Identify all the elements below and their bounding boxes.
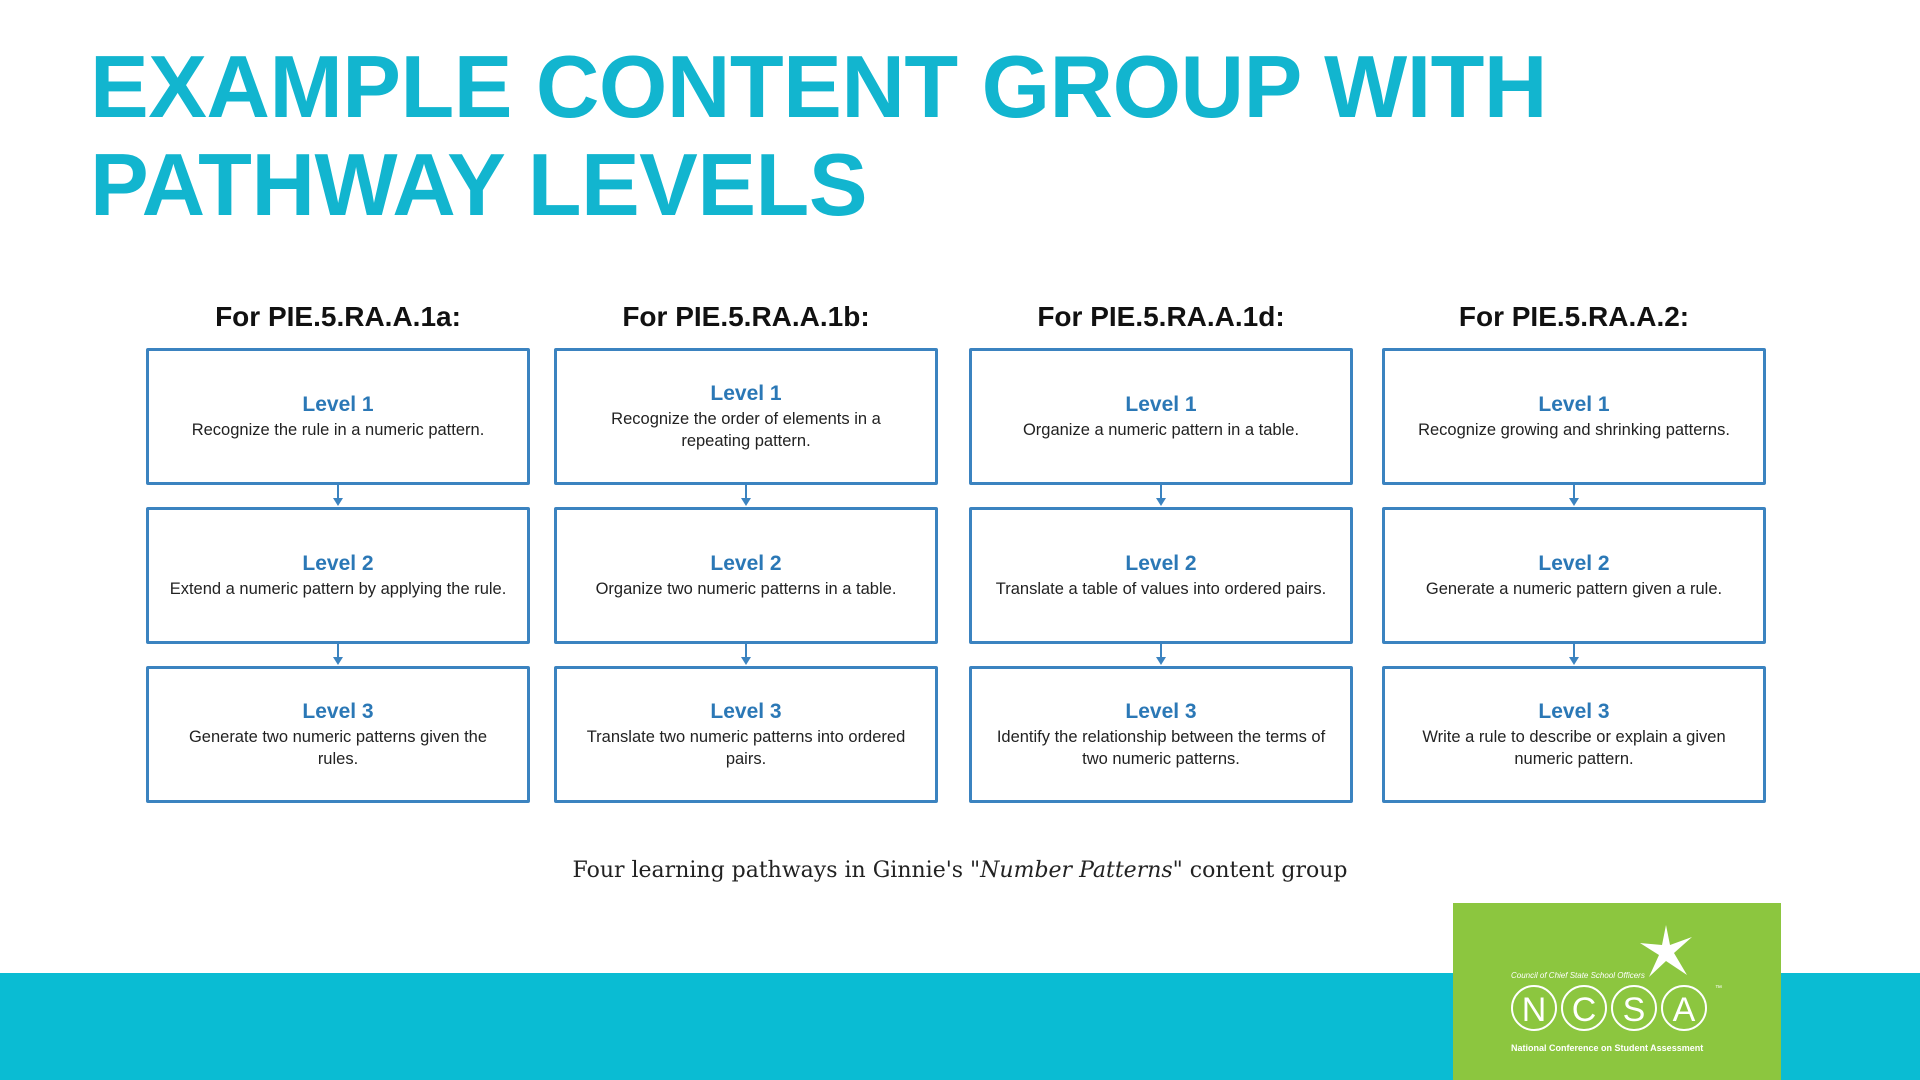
level-box-3: Level 3 Write a rule to describe or expl… [1382,666,1766,803]
logo-bottom-text: National Conference on Student Assessmen… [1511,1043,1704,1053]
level-name: Level 3 [1538,699,1610,723]
logo-letter: N [1511,985,1557,1031]
level-name: Level 2 [302,551,374,575]
level-box-2: Level 2 Translate a table of values into… [969,507,1353,644]
level-box-3: Level 3 Translate two numeric patterns i… [554,666,938,803]
pathway-2: For PIE.5.RA.A.2: Level 1 Recognize grow… [1382,300,1766,803]
level-name: Level 1 [302,392,374,416]
logo-trademark: ™ [1715,985,1722,992]
level-box-1: Level 1 Recognize the rule in a numeric … [146,348,530,485]
level-box-2: Level 2 Organize two numeric patterns in… [554,507,938,644]
level-box-2: Level 2 Extend a numeric pattern by appl… [146,507,530,644]
level-name: Level 1 [1538,392,1610,416]
down-arrow-connector [554,485,938,507]
level-description: Generate two numeric patterns given the … [188,727,488,768]
level-name: Level 1 [1125,392,1197,416]
level-box-1: Level 1 Recognize growing and shrinking … [1382,348,1766,485]
level-name: Level 2 [1538,551,1610,575]
level-box-2: Level 2 Generate a numeric pattern given… [1382,507,1766,644]
pathway-heading: For PIE.5.RA.A.1b: [622,301,870,332]
level-description: Organize two numeric patterns in a table… [595,579,897,598]
pathway-heading: For PIE.5.RA.A.2: [1458,301,1690,332]
level-description: Identify the relationship between the te… [996,727,1326,768]
down-arrow-connector [969,644,1353,666]
level-description: Recognize growing and shrinking patterns… [1418,420,1730,439]
pathway-heading: For PIE.5.RA.A.1d: [1037,301,1285,332]
logo-letters: N C S A [1511,985,1707,1031]
pathway-heading: For PIE.5.RA.A.1a: [215,301,461,332]
level-description: Translate a table of values into ordered… [995,579,1327,598]
level-description: Extend a numeric pattern by applying the… [169,579,507,598]
down-arrow-connector [1382,644,1766,666]
down-arrow-connector [969,485,1353,507]
pathway-1b: For PIE.5.RA.A.1b: Level 1 Recognize the… [554,300,938,803]
slide-title-line-2: PATHWAY LEVELS [90,135,868,234]
slide-title-line-1: EXAMPLE CONTENT GROUP WITH [90,37,1547,136]
logo-top-text: Council of Chief State School Officers [1511,971,1645,980]
level-name: Level 1 [710,381,782,405]
pathway-1d: For PIE.5.RA.A.1d: Level 1 Organize a nu… [969,300,1353,803]
level-box-1: Level 1 Recognize the order of elements … [554,348,938,485]
down-arrow-connector [146,644,530,666]
logo-letter: S [1611,985,1657,1031]
ncsa-logo: Council of Chief State School Officers N… [1453,903,1781,1080]
logo-letter: A [1661,985,1707,1031]
logo-letter: C [1561,985,1607,1031]
level-name: Level 3 [710,699,782,723]
level-name: Level 2 [710,551,782,575]
level-description: Recognize the rule in a numeric pattern. [191,420,485,439]
level-box-1: Level 1 Organize a numeric pattern in a … [969,348,1353,485]
level-description: Write a rule to describe or explain a gi… [1422,727,1726,768]
level-name: Level 3 [1125,699,1197,723]
caption-text-before: Four learning pathways in Ginnie's " [572,858,981,883]
pathway-1a: For PIE.5.RA.A.1a: Level 1 Recognize the… [146,300,530,803]
down-arrow-connector [1382,485,1766,507]
down-arrow-connector [554,644,938,666]
level-description: Recognize the order of elements in a rep… [611,409,881,450]
star-icon [1640,925,1692,977]
level-box-3: Level 3 Generate two numeric patterns gi… [146,666,530,803]
caption-emphasis: Number Patterns [980,858,1173,883]
level-name: Level 3 [302,699,374,723]
figure-caption: Four learning pathways in Ginnie's "Numb… [0,858,1920,883]
level-description: Generate a numeric pattern given a rule. [1425,579,1723,598]
caption-text-after: " content group [1172,858,1348,883]
down-arrow-connector [146,485,530,507]
slide-title: EXAMPLE CONTENT GROUP WITH PATHWAY LEVEL… [90,38,1590,234]
level-description: Translate two numeric patterns into orde… [586,727,906,768]
level-description: Organize a numeric pattern in a table. [1022,420,1300,439]
level-name: Level 2 [1125,551,1197,575]
level-box-3: Level 3 Identify the relationship betwee… [969,666,1353,803]
